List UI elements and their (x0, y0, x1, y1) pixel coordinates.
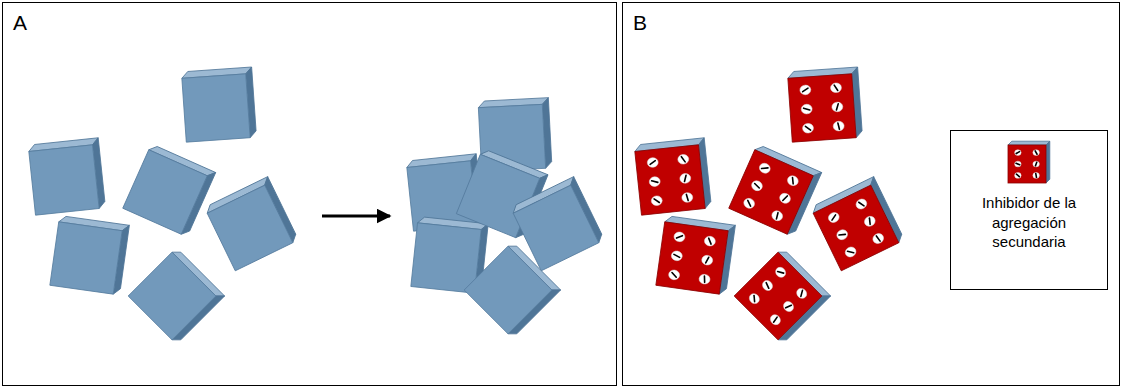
particle-face (1008, 145, 1046, 183)
negative-charge (747, 292, 761, 306)
negative-charge (768, 313, 782, 327)
particle-face (635, 145, 705, 215)
negative-charge (795, 286, 809, 300)
negative-charge (833, 121, 845, 131)
negative-charge (649, 176, 661, 187)
aggregated-particles (406, 98, 604, 339)
particle-face (50, 222, 122, 294)
particle-face (656, 222, 728, 294)
negative-charge (835, 228, 849, 241)
negative-charge (802, 123, 814, 133)
panel: A (2, 2, 617, 386)
negative-charge (701, 255, 713, 266)
particle-face (123, 150, 207, 234)
negative-charge (647, 157, 659, 168)
negative-charge (863, 215, 877, 228)
negative-charge (800, 85, 812, 95)
key-box: Inhibidor de la agregación secundaria (950, 130, 1108, 290)
negative-charge (698, 274, 710, 285)
negative-charge (778, 192, 792, 205)
particle-face (813, 185, 899, 271)
particle-face (734, 252, 822, 340)
negative-charge (830, 83, 842, 93)
particle (204, 177, 298, 271)
negative-charge (844, 245, 858, 258)
negative-charge (854, 197, 868, 210)
negative-charge (704, 236, 716, 247)
negative-charge (758, 162, 772, 175)
panel: B Inhibidor de la agregación secundaria (622, 2, 1120, 386)
particle-face (411, 223, 481, 293)
dispersed-particles (28, 67, 298, 344)
negative-charge (1033, 173, 1039, 179)
particle (123, 144, 216, 237)
negative-charge (1033, 161, 1039, 167)
negative-charge (1015, 150, 1021, 156)
inhibited-particle (634, 138, 711, 215)
negative-charge (677, 154, 689, 165)
negative-charge (1015, 161, 1021, 167)
negative-charge (1033, 150, 1039, 156)
negative-charge (770, 209, 784, 222)
key-icon (1008, 141, 1050, 183)
inhibited-particle (729, 144, 822, 237)
panel-letter: B (633, 11, 647, 34)
negative-charge (668, 269, 680, 280)
particle-face (207, 185, 293, 271)
inhibited-particle (810, 177, 904, 271)
particle (50, 216, 130, 296)
particle-face (729, 150, 813, 234)
negative-charge (651, 195, 663, 206)
particle (181, 67, 256, 142)
negative-charge (679, 173, 691, 184)
negative-charge (750, 179, 764, 192)
particle-face (182, 74, 250, 142)
key-text: Inhibidor de la agregación secundaria (962, 193, 1096, 252)
particle-face (29, 145, 99, 215)
negative-charge (774, 265, 788, 279)
inhibited-particle (1008, 141, 1050, 183)
negative-charge (760, 278, 774, 292)
negative-charge (1015, 173, 1021, 179)
particle (464, 242, 560, 338)
inhibited-particle (656, 216, 736, 296)
negative-charge (827, 211, 841, 224)
particle-face (464, 246, 552, 334)
stabilized-particles (634, 67, 904, 344)
particle-face (128, 252, 216, 340)
negative-charge (786, 174, 800, 187)
negative-charge (673, 231, 685, 242)
particle-face (788, 74, 856, 142)
negative-charge (742, 197, 756, 210)
particle-side (1046, 141, 1050, 183)
negative-charge (801, 104, 813, 114)
negative-charge (871, 232, 885, 245)
panel-letter: A (13, 11, 27, 34)
negative-charge (832, 102, 844, 112)
negative-charge (681, 192, 693, 203)
particle (28, 138, 105, 215)
inhibited-particle (787, 67, 862, 142)
negative-charge (671, 250, 683, 261)
particle-top (1008, 141, 1050, 145)
negative-charge (782, 300, 796, 314)
particle (128, 248, 224, 344)
process-arrow (322, 215, 390, 218)
inhibited-particle (734, 248, 830, 344)
